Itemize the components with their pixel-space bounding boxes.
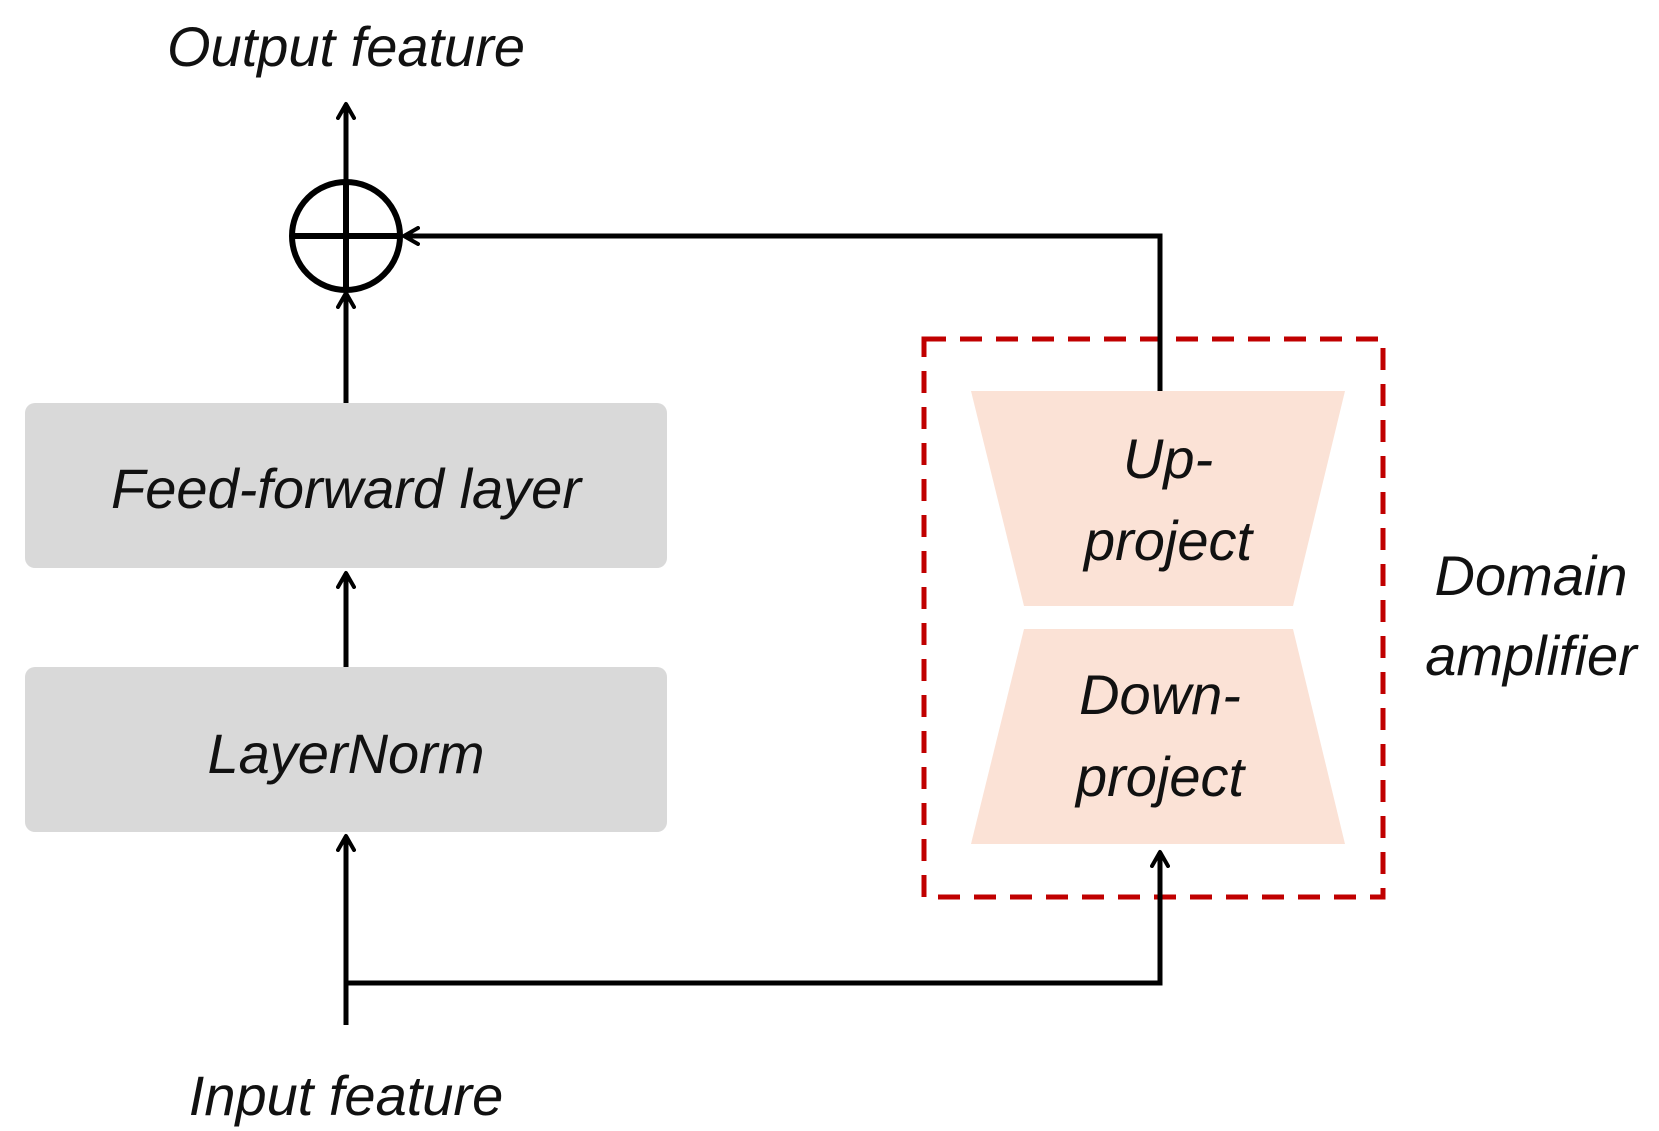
domain-amplifier-label-line1: Domain <box>1435 544 1628 607</box>
up-project-label-line1: Up- <box>1123 427 1213 490</box>
up-project-block <box>971 391 1345 606</box>
up-project-label-line2: project <box>1082 509 1255 572</box>
down-project-block <box>971 629 1345 844</box>
down-project-label-line1: Down- <box>1079 663 1241 726</box>
input-feature-label: Input feature <box>189 1064 503 1127</box>
layernorm-label: LayerNorm <box>208 722 485 785</box>
layernorm-block <box>25 667 667 832</box>
domain-amplifier-label-line2: amplifier <box>1425 624 1639 687</box>
output-feature-label: Output feature <box>167 15 525 78</box>
up-project-to-sum-arrow <box>402 226 1163 391</box>
feed-forward-block <box>25 403 667 568</box>
feed-forward-label: Feed-forward layer <box>111 457 583 520</box>
down-project-label-line2: project <box>1074 745 1247 808</box>
input-to-down-project-arrow <box>346 850 1170 986</box>
domain-amplifier-box <box>921 336 1386 900</box>
sum-icon <box>289 179 403 293</box>
